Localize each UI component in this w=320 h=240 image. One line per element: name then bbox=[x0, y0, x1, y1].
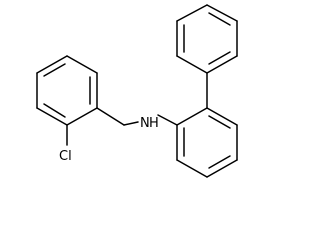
bond bbox=[176, 55, 208, 74]
bond bbox=[176, 4, 208, 22]
chlorophenyl-ring bbox=[36, 55, 98, 126]
c-n-bond bbox=[157, 114, 178, 126]
bond bbox=[206, 55, 238, 74]
chemical-structure: N H Cl bbox=[36, 4, 238, 178]
bond bbox=[36, 55, 68, 74]
bond bbox=[206, 107, 238, 126]
double-bond bbox=[208, 12, 231, 26]
phenyl-ring bbox=[176, 4, 238, 74]
double-bond bbox=[43, 63, 66, 77]
bond bbox=[36, 107, 68, 126]
n-ch2-bond bbox=[123, 121, 139, 126]
aniline-ring bbox=[176, 107, 238, 178]
bond bbox=[176, 107, 208, 126]
bond bbox=[66, 55, 98, 74]
amine-h-label: H bbox=[149, 116, 159, 131]
amine-n-label: N bbox=[140, 116, 150, 131]
double-bond bbox=[208, 51, 231, 65]
double-bond bbox=[43, 103, 66, 118]
bond bbox=[66, 107, 98, 126]
chlorine-label: Cl bbox=[59, 149, 72, 164]
bond bbox=[206, 4, 238, 22]
bond bbox=[206, 159, 238, 178]
bond bbox=[176, 159, 208, 178]
ch2-ring-bond bbox=[96, 107, 125, 126]
double-bond bbox=[208, 115, 231, 129]
double-bond bbox=[208, 155, 231, 169]
